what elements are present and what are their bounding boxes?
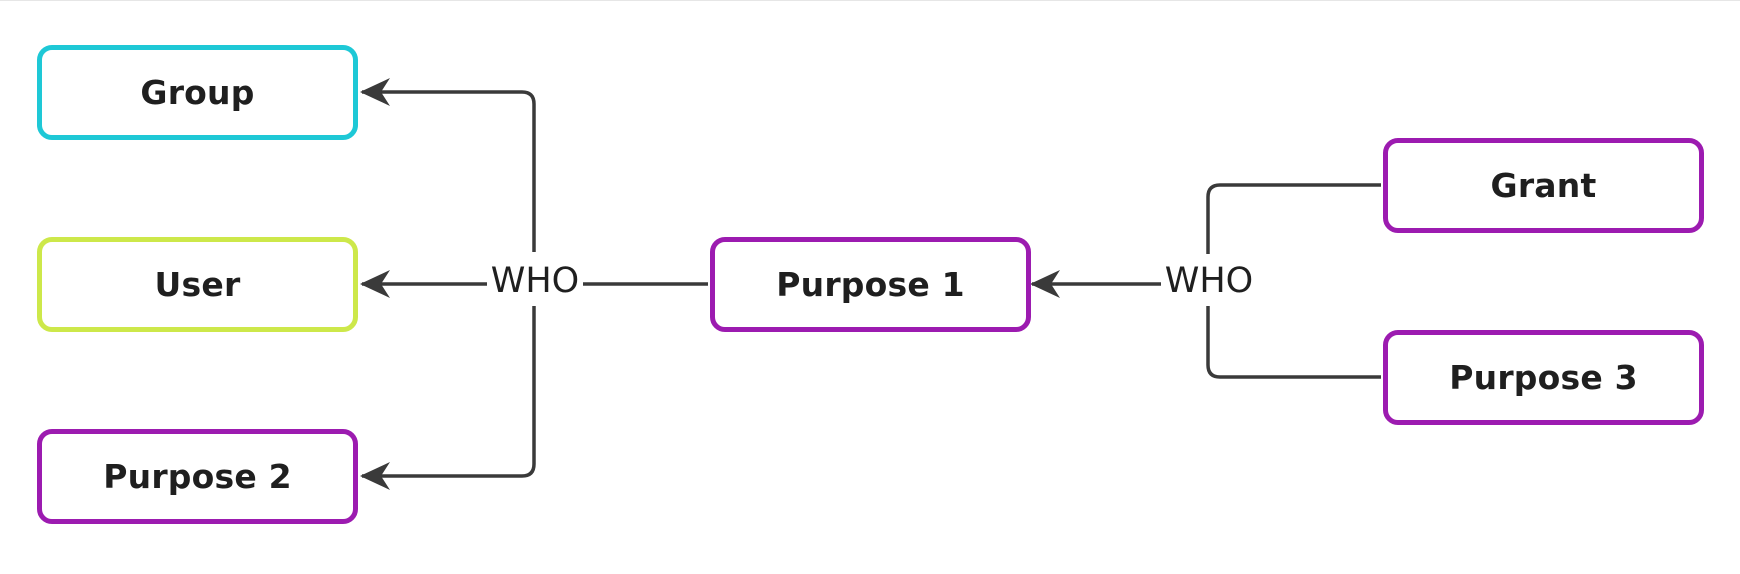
node-purpose-2[interactable]: Purpose 2: [37, 429, 358, 524]
node-purpose-3[interactable]: Purpose 3: [1383, 330, 1704, 425]
node-user[interactable]: User: [37, 237, 358, 332]
connector-junction-to-purpose2: [360, 306, 536, 490]
edge-label-who-left: WHO: [487, 261, 583, 301]
node-grant[interactable]: Grant: [1383, 138, 1704, 233]
connector-junction-to-group: [360, 78, 536, 252]
node-group[interactable]: Group: [37, 45, 358, 140]
node-purpose-1[interactable]: Purpose 1: [710, 237, 1031, 332]
connector-purpose3-to-junction: [1206, 306, 1381, 379]
edge-label-who-right: WHO: [1161, 261, 1257, 301]
connector-grant-to-junction: [1206, 183, 1381, 254]
top-divider: [0, 0, 1740, 1]
